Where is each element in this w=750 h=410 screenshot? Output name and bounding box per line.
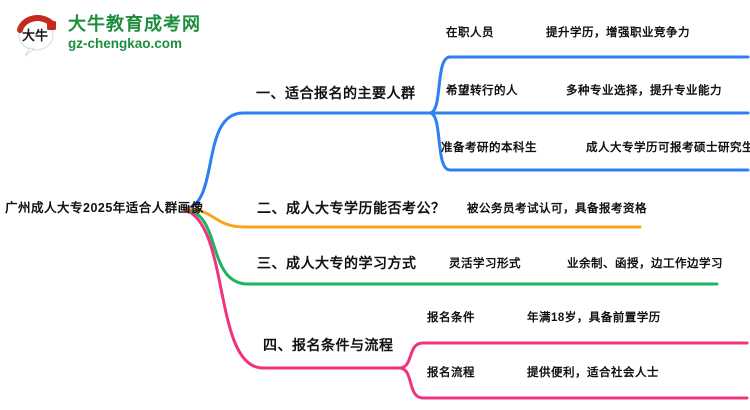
branch4-topic: 四、报名条件与流程 <box>263 337 394 353</box>
dainiu-logo-icon: 大牛 <box>17 15 56 57</box>
branch1-child1-label: 在职人员 <box>446 27 494 39</box>
branch3-topic: 三、成人大专的学习方式 <box>257 255 417 271</box>
branch2-topic: 二、成人大专学历能否考公？ <box>257 200 446 216</box>
branch1-topic: 一、适合报名的主要人群 <box>256 85 416 101</box>
branch1-child2-label: 希望转行的人 <box>446 85 518 97</box>
branch1-child1-desc: 提升学历，增强职业竞争力 <box>546 27 690 39</box>
branch3-child1-desc: 业余制、函授，边工作边学习 <box>567 258 723 270</box>
branch1-child3-desc: 成人大专学历可报考硕士研究生 <box>586 142 750 154</box>
branch4-child2-label: 报名流程 <box>427 367 475 379</box>
branch1-child2-desc: 多种专业选择，提升专业能力 <box>566 85 722 97</box>
root-node: 广州成人大专2025年适合人群画像 <box>5 201 204 215</box>
site-name: 大牛教育成考网 <box>68 14 201 35</box>
site-domain: gz-chengkao.com <box>68 35 183 51</box>
branch4-child2-desc: 提供便利，适合社会人士 <box>527 367 659 379</box>
branch2-desc: 被公务员考试认可，具备报考资格 <box>467 203 647 215</box>
connector-branch1 <box>183 111 750 211</box>
connector-branch1-child1 <box>428 55 750 115</box>
site-logo: 大牛 大牛教育成考网 gz-chengkao.com <box>12 8 201 58</box>
connector-branch4 <box>183 208 402 370</box>
logo-characters: 大牛 <box>22 28 48 43</box>
branch1-child3-label: 准备考研的本科生 <box>441 142 537 154</box>
branch3-child1-label: 灵活学习形式 <box>449 258 521 270</box>
connector-branch4-child1 <box>398 341 749 370</box>
connector-branch1-child3 <box>428 111 750 172</box>
connector-branch2 <box>183 207 642 229</box>
connector-branch4-child2 <box>398 366 749 400</box>
connector-branch3 <box>183 208 719 286</box>
branch4-child1-label: 报名条件 <box>427 312 475 324</box>
branch4-child1-desc: 年满18岁，具备前置学历 <box>527 312 661 324</box>
site-text: 大牛教育成考网 gz-chengkao.com <box>68 14 201 52</box>
